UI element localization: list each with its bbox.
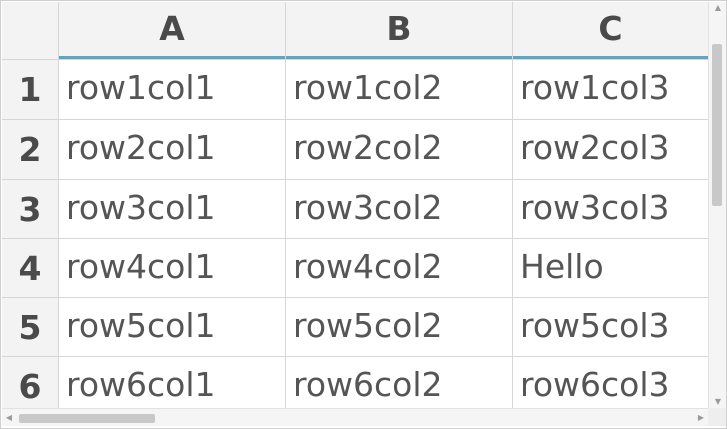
column-header-b[interactable]: B [286,2,513,60]
column-header-label: C [598,9,623,48]
row-header-4[interactable]: 4 [2,239,59,298]
cell-b1[interactable]: row1col2 [286,60,513,120]
column-header-accent [513,56,708,59]
row-header-5[interactable]: 5 [2,298,59,357]
cell-c1[interactable]: row1col3 [513,60,708,120]
cell-b3[interactable]: row3col2 [286,180,513,239]
row-header-2[interactable]: 2 [2,120,59,180]
triangle-left-icon[interactable]: ◀ [5,413,13,422]
cell-b6[interactable]: row6col2 [286,357,513,408]
cell-b5[interactable]: row5col2 [286,298,513,357]
column-header-label: A [159,9,185,48]
cell-c5[interactable]: row5col3 [513,298,708,357]
triangle-right-icon[interactable]: ▶ [697,413,705,422]
corner-cell[interactable] [2,2,59,60]
cell-c6[interactable]: row6col3 [513,357,708,408]
horizontal-scroll-thumb[interactable] [19,414,155,423]
cell-b2[interactable]: row2col2 [286,120,513,180]
triangle-down-icon[interactable]: ▼ [714,397,722,406]
cell-b4[interactable]: row4col2 [286,239,513,298]
row-header-6[interactable]: 6 [2,357,59,408]
cell-c3[interactable]: row3col3 [513,180,708,239]
triangle-up-icon[interactable]: ▲ [714,3,722,12]
cell-c2[interactable]: row2col3 [513,120,708,180]
cell-a1[interactable]: row1col1 [59,60,286,120]
cell-a6[interactable]: row6col1 [59,357,286,408]
column-header-a[interactable]: A [59,2,286,60]
column-header-label: B [386,9,412,48]
horizontal-scrollbar[interactable]: ◀ ▶ [2,408,708,426]
cell-a4[interactable]: row4col1 [59,239,286,298]
column-header-accent [59,56,285,59]
row-header-1[interactable]: 1 [2,60,59,120]
cell-a2[interactable]: row2col1 [59,120,286,180]
vertical-scroll-thumb[interactable] [712,44,722,206]
cell-c4[interactable]: Hello [513,239,708,298]
spreadsheet-grid: A B C 1 row1col1 row1col2 row1col3 2 row… [2,2,708,408]
cell-a5[interactable]: row5col1 [59,298,286,357]
column-header-c[interactable]: C [513,2,708,60]
row-header-3[interactable]: 3 [2,180,59,239]
vertical-scrollbar[interactable]: ▲ ▼ [708,2,726,408]
column-header-accent [286,56,512,59]
cell-a3[interactable]: row3col1 [59,180,286,239]
scrollbar-corner [708,408,726,426]
